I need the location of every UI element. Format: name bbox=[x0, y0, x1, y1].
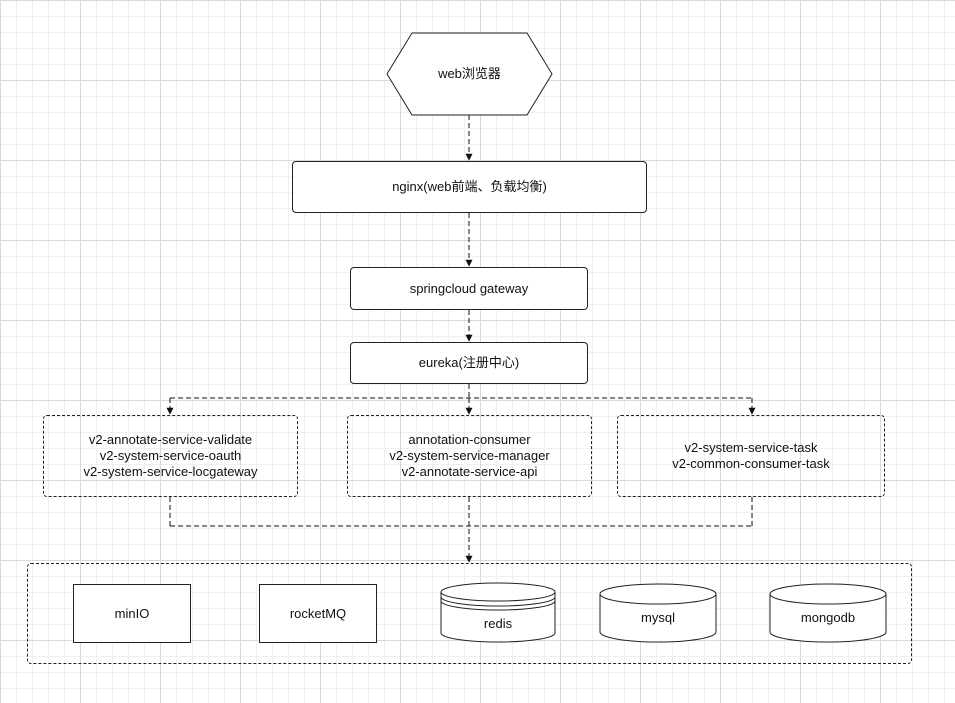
eureka-node: eureka(注册中心) bbox=[350, 342, 588, 384]
redis-label: redis bbox=[483, 616, 513, 631]
service-name: v2-system-service-manager bbox=[389, 448, 550, 463]
nginx-node: nginx(web前端、负载均衡) bbox=[292, 161, 647, 213]
storage-layer bbox=[27, 563, 912, 664]
browser-label: web浏览器 bbox=[438, 66, 501, 81]
mysql-label: mysql bbox=[641, 610, 675, 625]
browser-hexagon bbox=[386, 32, 553, 116]
browser-node: web浏览器 bbox=[412, 33, 527, 115]
service-name: v2-system-service-task bbox=[684, 440, 818, 455]
redis-cylinder bbox=[440, 582, 556, 643]
service-name: v2-system-service-oauth bbox=[99, 448, 242, 463]
service-name: annotation-consumer bbox=[408, 432, 531, 447]
service-group-1: v2-annotate-service-validate v2-system-s… bbox=[43, 415, 298, 497]
gateway-node: springcloud gateway bbox=[350, 267, 588, 310]
service-name: v2-annotate-service-validate bbox=[88, 432, 253, 447]
service-name: v2-common-consumer-task bbox=[672, 456, 830, 471]
nginx-label: nginx(web前端、负载均衡) bbox=[392, 179, 547, 194]
minio-node: minIO bbox=[73, 584, 191, 643]
mongodb-label: mongodb bbox=[800, 610, 856, 625]
eureka-label: eureka(注册中心) bbox=[418, 355, 520, 370]
mysql-cylinder bbox=[599, 583, 717, 643]
service-name: v2-annotate-service-api bbox=[401, 464, 538, 479]
service-name: v2-system-service-locgateway bbox=[83, 464, 258, 479]
service-group-3: v2-system-service-task v2-common-consume… bbox=[617, 415, 885, 497]
gateway-label: springcloud gateway bbox=[409, 280, 529, 296]
minio-label: minIO bbox=[114, 605, 150, 621]
rocketmq-label: rocketMQ bbox=[289, 605, 347, 621]
rocketmq-node: rocketMQ bbox=[259, 584, 377, 643]
mongodb-cylinder bbox=[769, 583, 887, 643]
service-group-2: annotation-consumer v2-system-service-ma… bbox=[347, 415, 592, 497]
